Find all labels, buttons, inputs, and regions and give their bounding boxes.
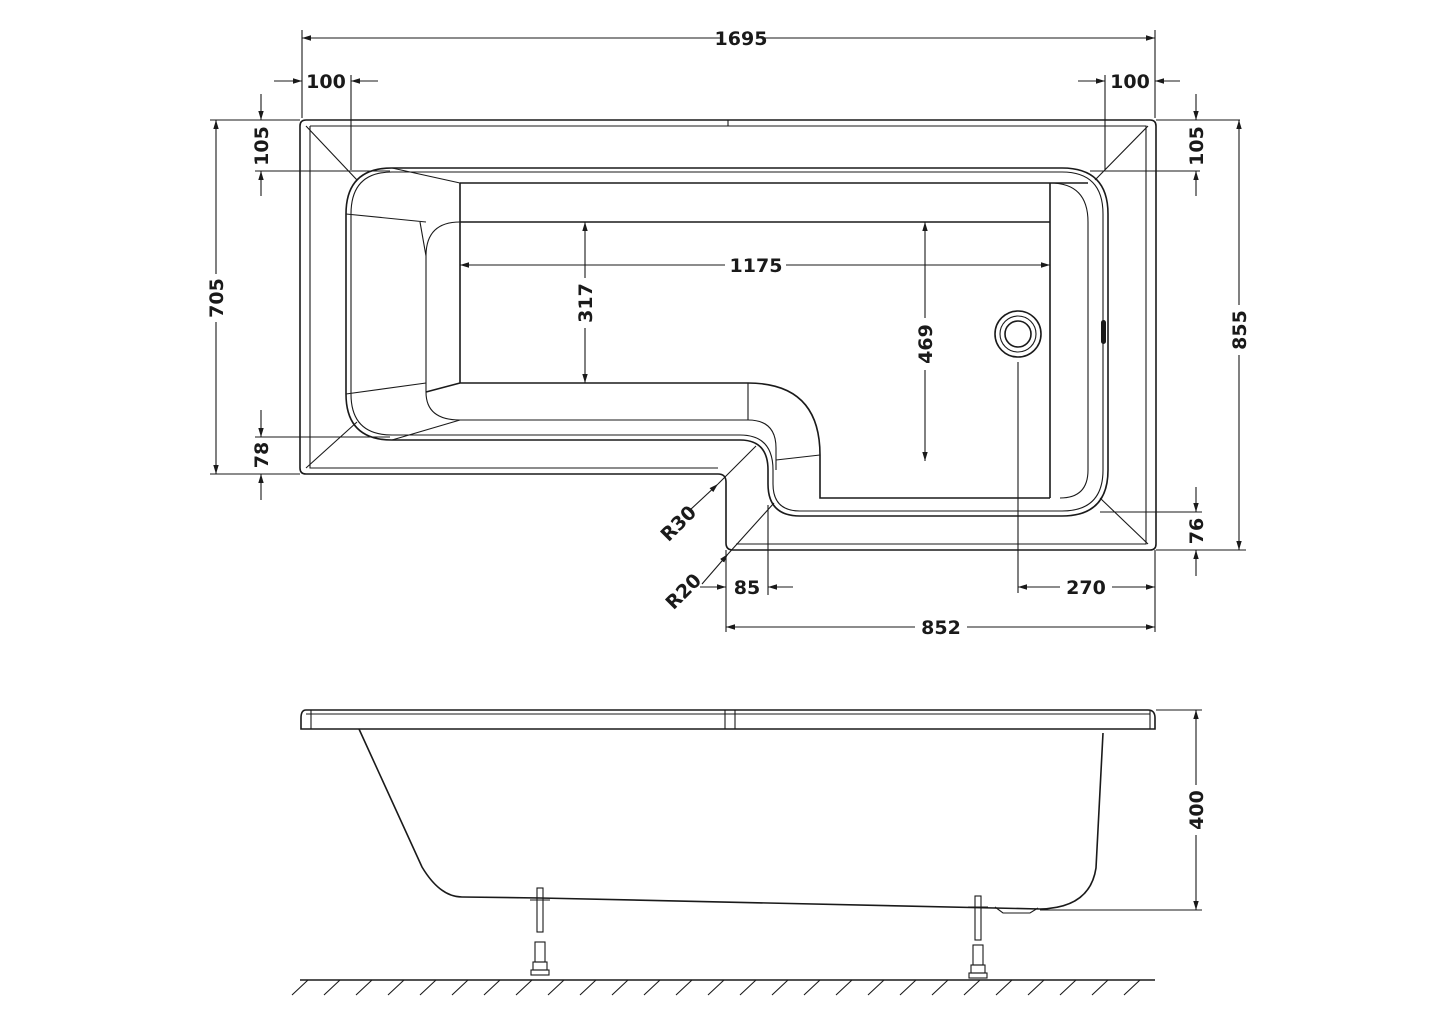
dim-height: 400 (1186, 790, 1208, 830)
dim-overall-length: 1695 (715, 28, 768, 50)
dim-waste-offset: 270 (1066, 577, 1106, 599)
dim-overall-width-right: 855 (1229, 310, 1251, 350)
dim-narrow-inner-width: 317 (575, 283, 597, 323)
plan-view: 1695 100 100 105 105 705 855 (206, 28, 1251, 639)
overflow-slot (1101, 320, 1106, 344)
dim-right-top-rim-depth: 105 (1186, 126, 1208, 166)
outer-rim-outline (299, 119, 1157, 551)
dim-bottom-left-rim: 78 (251, 442, 273, 468)
dim-overall-width-left: 705 (206, 278, 228, 318)
side-elevation: 400 (291, 709, 1208, 996)
adjustable-leg-right-icon (968, 895, 988, 979)
basin-floor (425, 182, 1088, 499)
dim-bottom-right-rim: 76 (1186, 518, 1208, 544)
floor-hatching (291, 979, 1155, 996)
inner-rim-line (309, 125, 1147, 545)
dim-wide-inner-width: 469 (915, 324, 937, 364)
dim-radius-inner: R20 (661, 569, 706, 614)
bath-body-profile (358, 728, 1104, 910)
dim-extension-length: 852 (921, 617, 961, 639)
waste-outlet-icon (994, 310, 1042, 358)
rim-profile (300, 709, 1156, 730)
dim-inner-length: 1175 (730, 255, 783, 277)
adjustable-leg-left-icon (526, 887, 554, 981)
dim-step-offset: 85 (734, 577, 760, 599)
dim-radius-outer: R30 (656, 501, 701, 546)
dim-left-top-rim-depth: 105 (251, 126, 273, 166)
dim-right-rim-width: 100 (1110, 71, 1150, 93)
basin-outer-edge (345, 167, 1109, 517)
dim-left-rim-width: 100 (306, 71, 346, 93)
